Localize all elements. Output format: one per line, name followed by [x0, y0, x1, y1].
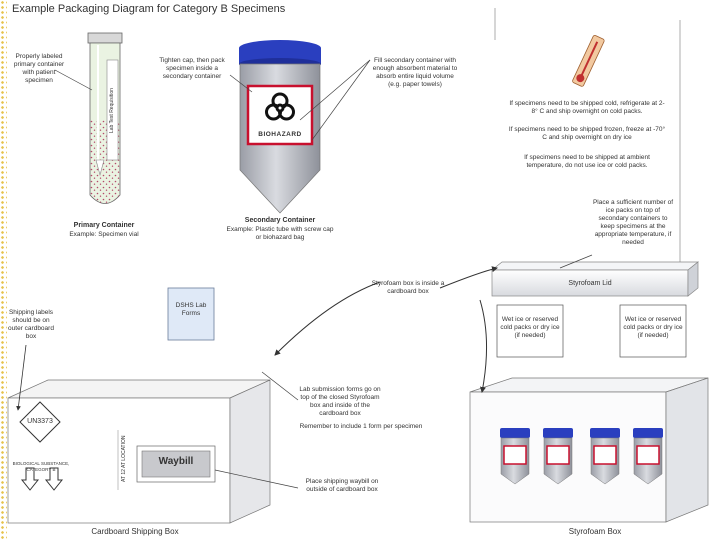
primary-caption-sub: Example: Specimen vial	[69, 231, 139, 238]
coldpacks-note: Place a sufficient number of ice packs o…	[592, 199, 674, 246]
lab-forms-label: DSHS Lab Forms	[175, 302, 207, 317]
forms-note: Lab submission forms go on top of the cl…	[299, 386, 381, 417]
shipping-labels-note: Shipping labels should be on outer cardb…	[8, 309, 54, 340]
secondary-callout-cap: Tighten cap, then pack specimen inside a…	[159, 57, 225, 80]
secondary-container-illustration	[239, 40, 321, 214]
wet-ice-left-box	[496, 304, 564, 358]
temp-ambient: If specimens need to be shipped at ambie…	[524, 154, 650, 169]
arrow-to-cardboard	[274, 281, 381, 356]
tube-label: Lab Test Requisition	[109, 88, 115, 134]
thermometer-icon	[572, 35, 605, 87]
reminder-note: Remember to include 1 form per specimen	[299, 423, 423, 430]
waybill-text: Waybill	[158, 456, 194, 467]
temp-frozen: If specimens need to be shipped frozen, …	[508, 126, 666, 141]
decorative-border	[0, 0, 7, 540]
styrofoam-inside-note: Styrofoam box is inside a cardboard box	[371, 280, 445, 295]
arrow-to-lid	[439, 266, 498, 289]
substance-label: BIOLOGICAL SUBSTANCE, CATEGORY B	[12, 461, 70, 472]
cardboard-box-illustration	[7, 379, 271, 524]
secondary-callout-absorb: Fill secondary container with enough abs…	[372, 57, 458, 88]
page-title: Example Packaging Diagram for Category B…	[12, 3, 286, 15]
styrofoam-lid-label: Styrofoam Lid	[568, 280, 612, 287]
styrofoam-lid-illustration	[491, 261, 699, 297]
secondary-caption-title: Secondary Container	[244, 217, 316, 224]
arrow-to-styrofoam	[479, 299, 487, 393]
wet-ice-left-text: Wet ice or reserved cold packs or dry ic…	[500, 316, 560, 339]
lab-forms-illustration	[167, 287, 215, 341]
un-code: UN3373	[27, 418, 53, 425]
biohazard-text: BIOHAZARD	[258, 131, 302, 138]
temp-refrigerate: If specimens need to be shipped cold, re…	[509, 100, 665, 115]
styrofoam-box-label: Styrofoam Box	[568, 527, 622, 536]
cardboard-box-label: Cardboard Shipping Box	[91, 527, 179, 536]
cardboard-side-text: AT 12 AT LOCATION HERE	[121, 435, 127, 483]
vials-group	[500, 428, 663, 485]
secondary-caption-sub: Example: Plastic tube with screw cap or …	[226, 226, 334, 241]
arrow-shipping-labels	[16, 344, 27, 411]
primary-callout: Properly labeled primary container with …	[13, 53, 65, 84]
waybill-note: Place shipping waybill on outside of car…	[305, 478, 379, 493]
wet-ice-right-text: Wet ice or reserved cold packs or dry ic…	[623, 316, 683, 339]
primary-container-illustration	[87, 32, 123, 204]
wet-ice-right-box	[619, 304, 687, 358]
primary-caption-title: Primary Container	[73, 222, 135, 229]
